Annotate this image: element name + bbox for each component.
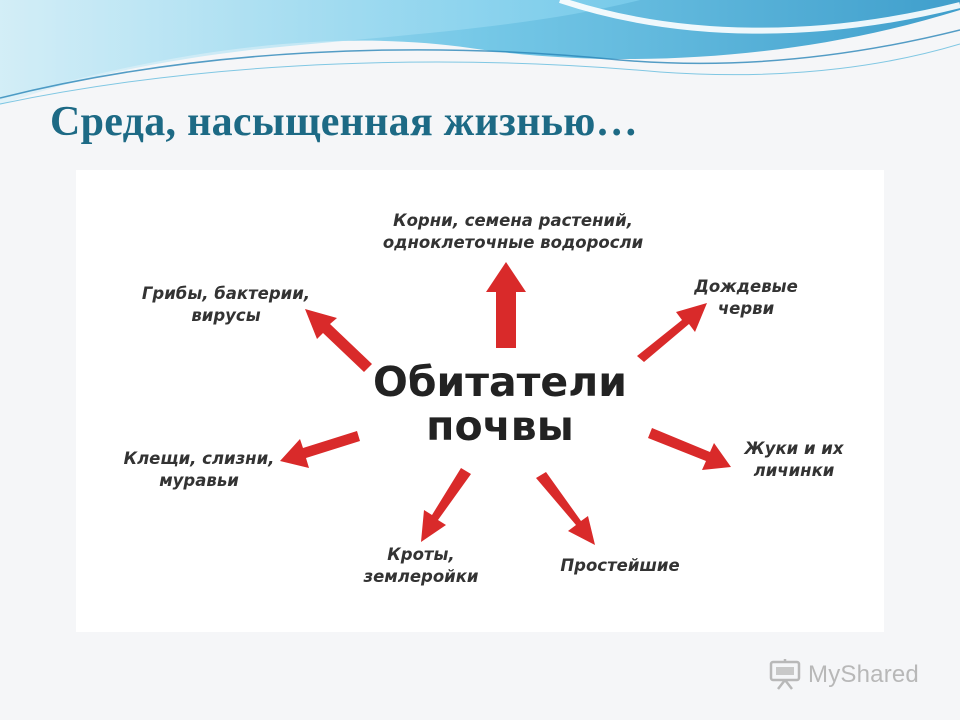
- label-worms-line-2: черви: [717, 299, 775, 318]
- arrow-left: [280, 431, 360, 468]
- label-fungi-line-1: Грибы, бактерии,: [141, 284, 311, 303]
- label-earthworms: Дождевые черви: [676, 276, 816, 320]
- label-moles-shrews: Кроты, землеройки: [346, 544, 496, 588]
- arrow-down-left: [421, 468, 471, 542]
- arrow-right: [648, 428, 731, 470]
- label-beetles-larvae: Жуки и их личинки: [724, 438, 864, 482]
- arrow-up-left: [305, 309, 372, 372]
- watermark-brand-text: MyShared: [808, 661, 919, 688]
- header-wave-decoration: [0, 0, 960, 105]
- label-beetles-line-2: личинки: [753, 461, 835, 480]
- label-mites-line-1: Клещи, слизни,: [123, 449, 275, 468]
- diagram-panel: [76, 170, 884, 632]
- center-line-1: Обитатели: [373, 358, 627, 406]
- label-fungi-bacteria: Грибы, бактерии, вирусы: [116, 283, 336, 327]
- label-beetles-line-1: Жуки и их: [744, 439, 844, 458]
- center-line-2: почвы: [426, 402, 574, 450]
- label-mites-line-2: муравьи: [159, 471, 239, 490]
- label-fungi-line-2: вирусы: [191, 306, 261, 325]
- label-moles-line-2: землеройки: [363, 567, 479, 586]
- label-mites-slugs-ants: Клещи, слизни, муравьи: [104, 448, 294, 492]
- label-protozoa: Простейшие: [540, 555, 700, 577]
- label-roots-line-2: одноклеточные водоросли: [382, 233, 644, 252]
- arrow-up-right: [637, 303, 707, 362]
- label-roots-line-1: Корни, семена растений,: [393, 211, 633, 230]
- label-protozoa-text: Простейшие: [560, 556, 680, 575]
- watermark-logo: MyShared: [768, 658, 919, 692]
- arrow-down-right: [536, 472, 595, 545]
- slide-title: Среда, насыщенная жизнью…: [50, 99, 638, 145]
- presentation-board-icon: [769, 659, 801, 690]
- label-moles-line-1: Кроты,: [387, 545, 455, 564]
- label-worms-line-1: Дождевые: [694, 277, 798, 296]
- label-roots-seeds: Корни, семена растений, одноклеточные во…: [358, 210, 668, 254]
- center-heading: Обитатели почвы: [340, 360, 660, 448]
- arrow-up: [486, 262, 526, 348]
